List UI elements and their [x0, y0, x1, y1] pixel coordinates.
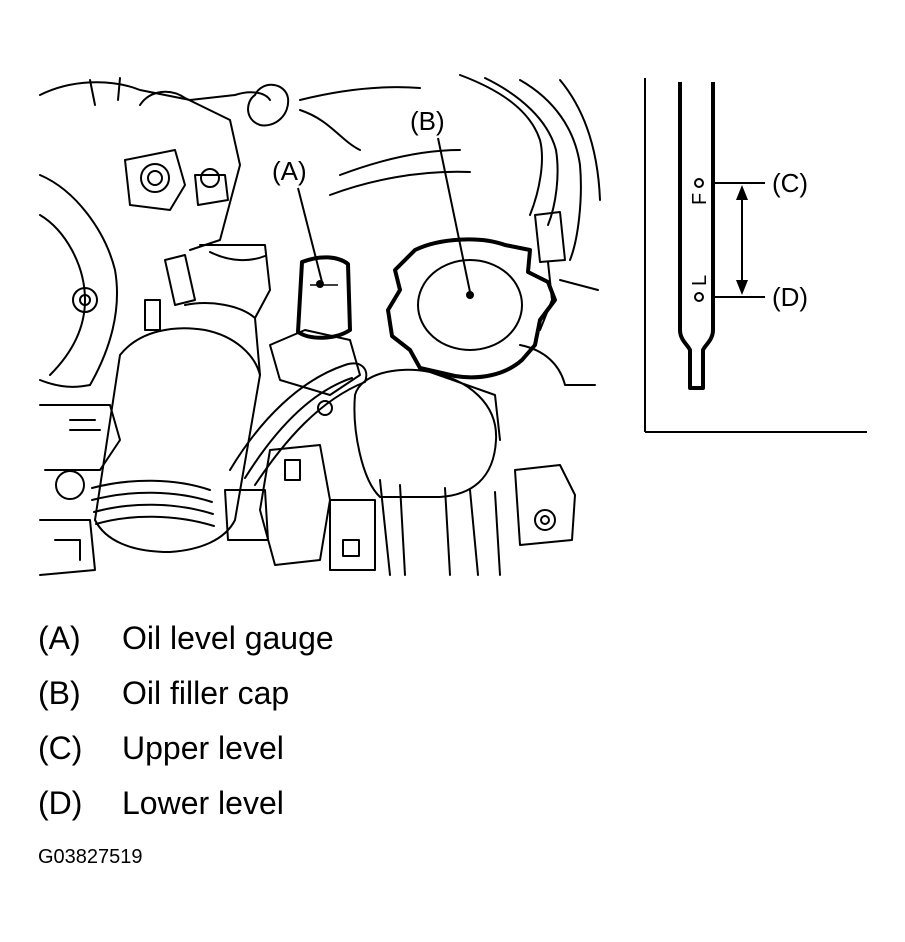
dipstick-blade — [678, 82, 715, 390]
legend-text: Upper level — [122, 730, 284, 766]
lower-mark-hole — [694, 292, 704, 302]
legend: (A) Oil level gauge (B) Oil filler cap (… — [38, 616, 638, 836]
legend-item-a: (A) Oil level gauge — [38, 616, 638, 671]
callout-a: (A) — [272, 156, 307, 186]
legend-key: (A) — [38, 620, 81, 656]
dipstick-detail: F L (C) (D) — [644, 78, 867, 433]
leader-line-a — [297, 187, 323, 283]
range-arrow-head-up — [736, 185, 748, 200]
legend-text: Oil level gauge — [122, 620, 334, 656]
legend-key: (B) — [38, 675, 81, 711]
oil-level-gauge-handle — [296, 255, 352, 340]
legend-text: Lower level — [122, 785, 284, 821]
legend-item-d: (D) Lower level — [38, 781, 638, 836]
leader-line-b — [437, 137, 471, 293]
engine-illustration — [39, 74, 601, 576]
legend-key: (D) — [38, 785, 83, 821]
legend-text: Oil filler cap — [122, 675, 290, 711]
callout-b: (B) — [410, 106, 445, 136]
oil-filler-cap — [386, 237, 557, 380]
range-arrow-head-down — [736, 280, 748, 295]
callout-d: (D) — [772, 282, 808, 312]
upper-mark-hole — [694, 178, 704, 188]
legend-key: (C) — [38, 730, 83, 766]
figure-id: G03827519 — [38, 846, 143, 868]
dipstick-upper-mark: F — [689, 193, 711, 205]
dipstick-lower-mark: L — [689, 275, 711, 286]
engine-oil-diagram: (A) (B) F L (C) (D) — [39, 74, 867, 576]
callout-c: (C) — [772, 168, 808, 198]
legend-item-b: (B) Oil filler cap — [38, 671, 638, 726]
legend-item-c: (C) Upper level — [38, 726, 638, 781]
